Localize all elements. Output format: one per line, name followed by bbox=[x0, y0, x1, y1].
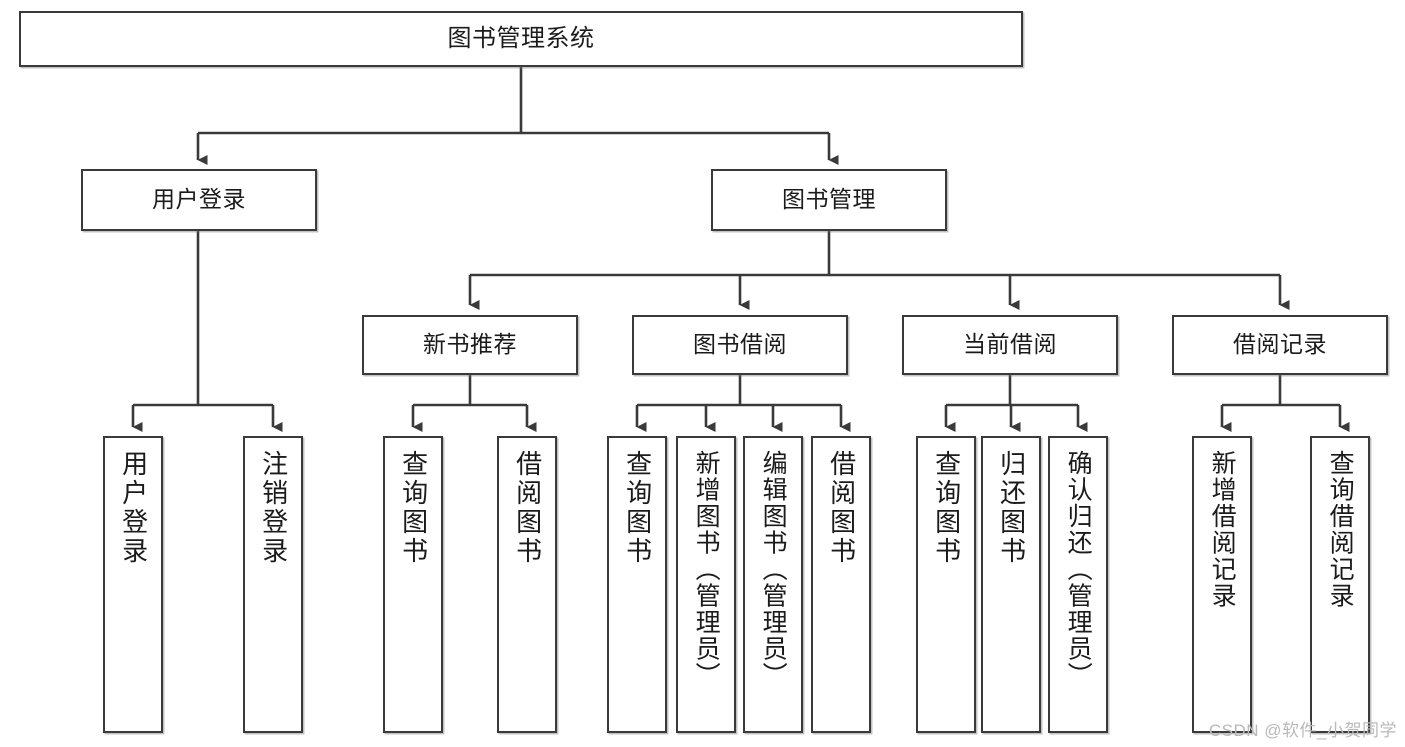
node-label: 新增图书（管理员） bbox=[692, 450, 721, 689]
node-label: 当前借阅 bbox=[963, 331, 1057, 358]
node-borrow-record[interactable]: 借阅记录 bbox=[1172, 315, 1388, 375]
node-leaf-query-record[interactable]: 查询借阅记录 bbox=[1310, 436, 1370, 733]
node-label: 编辑图书（管理员） bbox=[759, 450, 788, 689]
node-leaf-user-login[interactable]: 用户登录 bbox=[103, 436, 163, 733]
node-label: 用户登录 bbox=[152, 186, 246, 213]
node-leaf-borrow-book-2[interactable]: 借阅图书 bbox=[811, 436, 871, 733]
node-root-system[interactable]: 图书管理系统 bbox=[19, 11, 1023, 67]
node-label: 确认归还（管理员） bbox=[1064, 450, 1093, 689]
node-label: 查询图书 bbox=[622, 450, 653, 566]
node-leaf-confirm-return[interactable]: 确认归还（管理员） bbox=[1048, 436, 1108, 733]
node-leaf-query-book-1[interactable]: 查询图书 bbox=[383, 436, 443, 733]
node-book-borrow[interactable]: 图书借阅 bbox=[632, 315, 848, 375]
node-book-manage[interactable]: 图书管理 bbox=[711, 169, 947, 231]
node-label: 查询图书 bbox=[398, 450, 429, 566]
node-label: 借阅图书 bbox=[826, 450, 857, 566]
node-label: 新增借阅记录 bbox=[1208, 450, 1237, 609]
node-label: 图书借阅 bbox=[693, 331, 787, 358]
node-label: 归还图书 bbox=[996, 450, 1027, 566]
node-leaf-add-book[interactable]: 新增图书（管理员） bbox=[676, 436, 736, 733]
node-label: 注销登录 bbox=[258, 450, 289, 566]
node-leaf-edit-book[interactable]: 编辑图书（管理员） bbox=[743, 436, 803, 733]
node-label: 查询借阅记录 bbox=[1326, 450, 1355, 609]
node-leaf-return-book[interactable]: 归还图书 bbox=[981, 436, 1041, 733]
node-label: 图书管理系统 bbox=[447, 24, 595, 52]
node-user-login[interactable]: 用户登录 bbox=[81, 169, 317, 231]
node-leaf-borrow-book-1[interactable]: 借阅图书 bbox=[497, 436, 557, 733]
node-leaf-query-book-3[interactable]: 查询图书 bbox=[916, 436, 976, 733]
node-current-borrow[interactable]: 当前借阅 bbox=[902, 315, 1118, 375]
node-new-book-recommend[interactable]: 新书推荐 bbox=[362, 315, 578, 375]
node-leaf-user-logout[interactable]: 注销登录 bbox=[243, 436, 303, 733]
node-label: 图书管理 bbox=[782, 186, 876, 213]
node-leaf-add-record[interactable]: 新增借阅记录 bbox=[1192, 436, 1252, 733]
node-label: 用户登录 bbox=[118, 450, 149, 566]
node-label: 查询图书 bbox=[931, 450, 962, 566]
node-label: 借阅图书 bbox=[512, 450, 543, 566]
node-label: 借阅记录 bbox=[1233, 331, 1327, 358]
node-label: 新书推荐 bbox=[423, 331, 517, 358]
node-leaf-query-book-2[interactable]: 查询图书 bbox=[607, 436, 667, 733]
watermark-text: CSDN @软件_小贺同学 bbox=[1208, 721, 1397, 740]
